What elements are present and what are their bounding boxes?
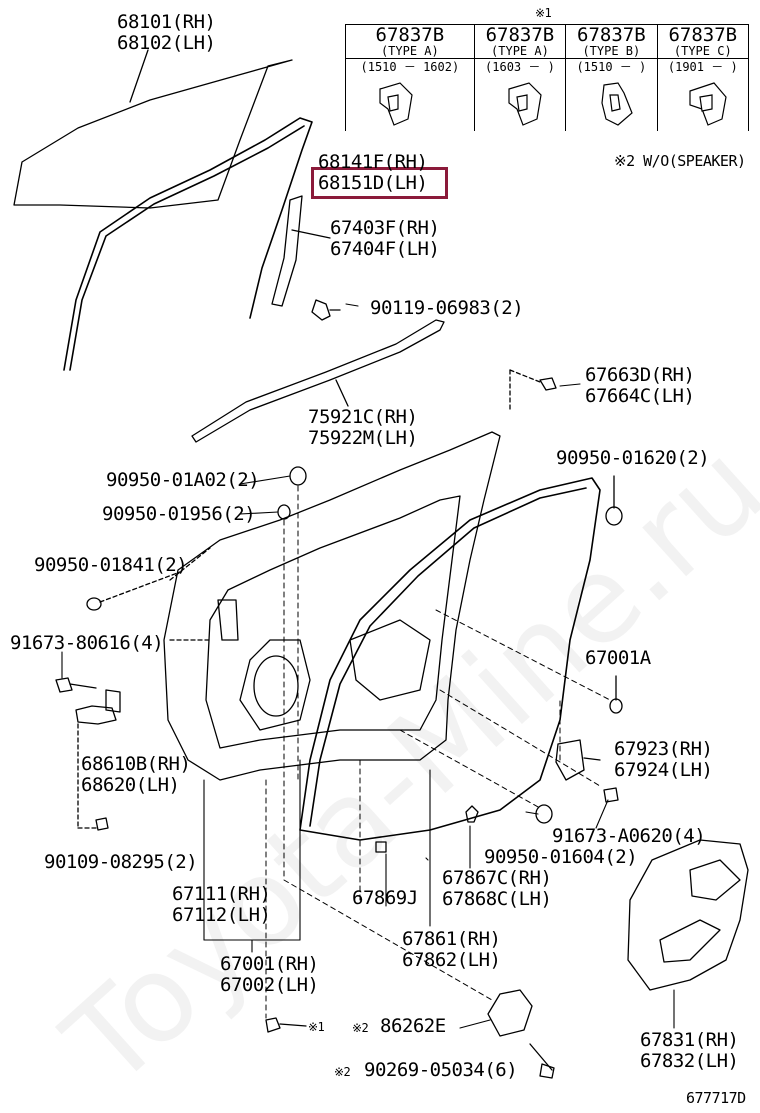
door-glass [13,49,293,209]
part-75922m-lh: 75922M(LH) [308,427,418,449]
part-67002-lh: 67002(LH) [220,974,319,996]
clip-67663 [509,369,557,413]
part-67001-rh: 67001(RH) [220,953,319,975]
fastener-90950-01841 [86,571,181,611]
part-68101-rh: 68101(RH) [117,11,216,33]
part-67924-lh: 67924(LH) [614,759,713,781]
highlight-68151d [311,167,448,199]
clip-range: (1901 － ) [667,60,738,74]
part-86262e: 86262E [380,1015,446,1037]
part-90269-05034: 90269-05034(6) [364,1059,518,1081]
part-67869j: 67869J [352,887,418,909]
part-67403f-rh: 67403F(RH) [330,217,440,239]
note1-mark: ※1 [535,6,552,20]
part-67867c-rh: 67867C(RH) [442,867,552,889]
clip-type: (TYPE C) [673,44,732,58]
mark-note2-a: ※2 [352,1021,369,1035]
fastener-67001a [609,675,623,714]
clip-code: 67837B [577,24,646,46]
part-67112-lh: 67112(LH) [172,904,271,926]
part-90950-01841: 90950-01841(2) [34,554,188,576]
clip-range: (1603 － ) [485,60,555,74]
diagram-id: 677717D [686,1089,746,1107]
door-weatherstrip [299,477,601,841]
part-67868c-lh: 67868C(LH) [442,888,552,910]
part-75921c-rh: 75921C(RH) [308,406,418,428]
clip-illustration [658,75,748,131]
fastener-90950-01a02 [289,466,307,486]
division-bar [271,195,331,307]
part-68102-lh: 68102(LH) [117,32,216,54]
part-68610b-rh: 68610B(RH) [81,753,191,775]
part-67111-rh: 67111(RH) [172,883,271,905]
clip-col-2: 67837B (TYPE A) [473,24,567,59]
mark-note2-b: ※2 [334,1065,351,1079]
door-hinge [75,689,121,829]
clip-illustration [566,75,656,131]
note2-text: ※2 W/O(SPEAKER) [614,152,746,170]
mark-note1: ※1 [308,1020,325,1034]
bolt-91673-80616 [55,677,97,693]
part-67663d-rh: 67663D(RH) [585,364,695,386]
part-67831-rh: 67831(RH) [640,1029,739,1051]
part-90950-01620: 90950-01620(2) [556,447,710,469]
part-68141f-rh: 68141F(RH) [318,151,428,173]
part-67001a: 67001A [585,647,651,669]
clip-col-3: 67837B (TYPE B) [565,24,658,59]
part-91673-a0620: 91673-A0620(4) [552,825,706,847]
clip-type: (TYPE B) [582,44,641,58]
clip-code: 67837B [668,24,738,46]
service-hole-cover [627,839,749,991]
fastener-90950-01956 [277,504,291,520]
clip-illustration [475,75,565,131]
clip-col-4: 67837B (TYPE C) [656,24,750,59]
part-90950-01604: 90950-01604(2) [484,846,638,868]
speaker-cover [487,989,555,1079]
clip-67837b [265,1017,307,1033]
part-67832-lh: 67832(LH) [640,1050,739,1072]
part-67861-rh: 67861(RH) [402,928,501,950]
belt-moulding [191,319,445,443]
part-68620-lh: 68620(LH) [81,774,180,796]
clip-type-table: 67837B (TYPE A) 67837B (TYPE A) 67837B (… [345,24,750,131]
part-68151d-lh: 68151D(LH) [318,172,428,194]
leader-lines [61,303,675,1029]
clip-code: 67837B [485,24,555,46]
clip-range: (1510 － 1602) [360,60,460,74]
fastener-67869j [375,841,387,853]
fastener-90950-01620 [605,475,623,526]
part-67923-rh: 67923(RH) [614,738,713,760]
glass-run-seal [63,117,313,371]
part-67404f-lh: 67404F(LH) [330,238,440,260]
clip-type: (TYPE A) [491,44,549,58]
clip-illustration [346,75,474,131]
part-90109-08295: 90109-08295(2) [44,851,198,873]
dashed-guides [265,485,611,1019]
fastener-90109 [95,817,109,831]
part-90950-01956: 90950-01956(2) [102,503,256,525]
bolt-90119 [311,299,341,321]
fastener-91673-a0620 [603,787,619,803]
clip-type: (TYPE A) [380,44,439,58]
clip-range: (1510 － ) [576,60,647,74]
door-check [555,739,601,781]
part-90950-01a02: 90950-01A02(2) [106,469,260,491]
fastener-67867c [465,805,479,823]
part-67664c-lh: 67664C(LH) [585,385,695,407]
part-90119-06983: 90119-06983(2) [370,297,524,319]
clip-col-1: 67837B (TYPE A) [345,24,475,59]
part-91673-80616: 91673-80616(4) [10,632,164,654]
clip-code: 67837B [375,24,445,46]
part-67862-lh: 67862(LH) [402,949,501,971]
